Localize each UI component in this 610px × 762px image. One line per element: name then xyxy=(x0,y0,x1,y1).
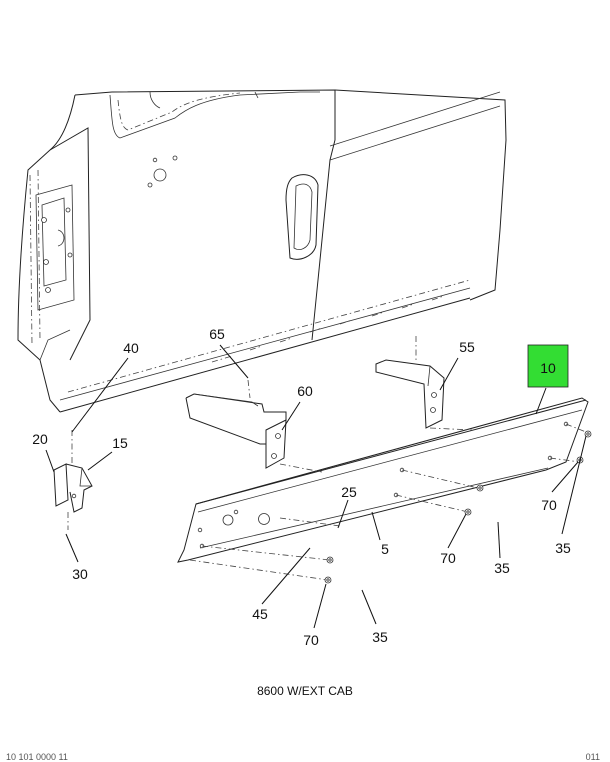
callout-45[interactable]: 45 xyxy=(252,606,268,622)
callout-20[interactable]: 20 xyxy=(32,431,48,447)
callout-30[interactable]: 30 xyxy=(72,566,88,582)
leader-lines xyxy=(45,344,587,629)
callout-35-right[interactable]: 35 xyxy=(555,540,571,556)
running-board-panel xyxy=(177,397,592,584)
callout-40[interactable]: 40 xyxy=(123,340,139,356)
leader-10 xyxy=(535,387,547,415)
callout-60[interactable]: 60 xyxy=(297,383,313,399)
callout-35-lower[interactable]: 35 xyxy=(372,629,388,645)
bracket-60-65 xyxy=(185,379,287,469)
callout-10-highlight[interactable] xyxy=(527,344,569,388)
bracket-55 xyxy=(375,336,445,429)
callout-35-middle[interactable]: 35 xyxy=(494,560,510,576)
callout-70-lower[interactable]: 70 xyxy=(303,632,319,648)
callout-10[interactable]: 10 xyxy=(540,360,556,376)
callout-25[interactable]: 25 xyxy=(341,484,357,500)
callout-5[interactable]: 5 xyxy=(381,541,389,557)
cab-door-body xyxy=(17,89,507,413)
callout-55[interactable]: 55 xyxy=(459,339,475,355)
footer-page-code: 011 xyxy=(585,752,600,762)
brackets-15-20 xyxy=(53,430,93,530)
callout-70-right[interactable]: 70 xyxy=(541,497,557,513)
diagram-caption: 8600 W/EXT CAB xyxy=(257,684,353,698)
callout-15[interactable]: 15 xyxy=(112,435,128,451)
callout-65[interactable]: 65 xyxy=(209,326,225,342)
footer-part-number: 10 101 0000 11 xyxy=(6,752,68,762)
callout-70-middle[interactable]: 70 xyxy=(440,550,456,566)
